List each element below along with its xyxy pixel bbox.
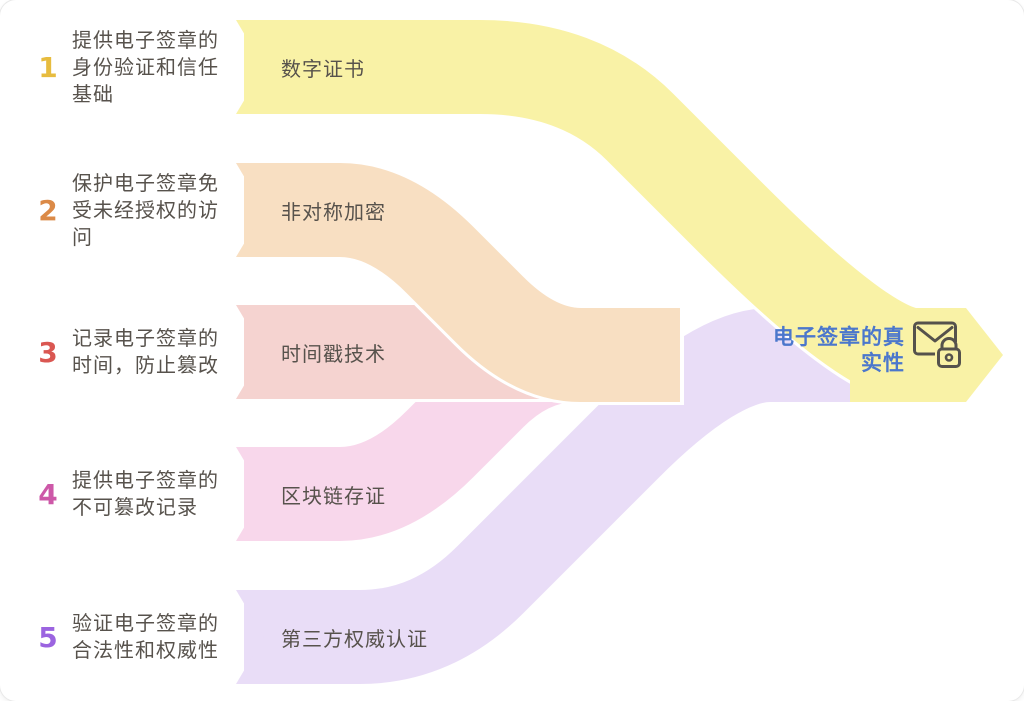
step-number-1: 1 <box>38 50 58 84</box>
ribbon-2-band <box>244 163 680 402</box>
step-description-5: 验证电子签章的合法性和权威性 <box>72 611 219 662</box>
step-number-2: 2 <box>38 193 58 227</box>
step-description-4: 提供电子签章的不可篡改记录 <box>72 468 219 519</box>
ribbon-2-banner <box>236 163 320 257</box>
banner-label-4: 区块链存证 <box>281 483 386 508</box>
ribbon-5 <box>236 305 862 687</box>
envelope-lock-icon <box>913 321 963 370</box>
step-description-1: 提供电子签章的身份验证和信任基础 <box>72 27 219 106</box>
lock-body <box>937 347 961 368</box>
banner-label-2: 非对称加密 <box>281 199 386 224</box>
ribbon-4-banner <box>236 447 320 541</box>
ribbon-1-banner <box>236 20 320 114</box>
step-description-3: 记录电子签章的时间，防止篡改 <box>72 326 219 377</box>
ribbon-1 <box>236 17 1003 405</box>
ribbon-5-banner <box>236 590 320 684</box>
step-description-2: 保护电子签章免受未经授权的访问 <box>72 170 219 249</box>
ribbon-2 <box>236 160 684 405</box>
lock-keyhole <box>944 353 954 362</box>
ribbon-3-banner <box>236 305 320 399</box>
banner-label-5: 第三方权威认证 <box>281 626 428 651</box>
envelope-flap <box>916 326 954 343</box>
step-number-3: 3 <box>38 335 58 369</box>
step-number-5: 5 <box>38 620 58 654</box>
lock-shackle <box>940 337 958 351</box>
ribbon-5-band <box>244 308 858 684</box>
step-number-4: 4 <box>38 477 58 511</box>
banner-label-3: 时间戳技术 <box>281 341 386 366</box>
banner-label-1: 数字证书 <box>281 56 365 81</box>
result-title: 电子签章的真实性 <box>773 324 905 375</box>
